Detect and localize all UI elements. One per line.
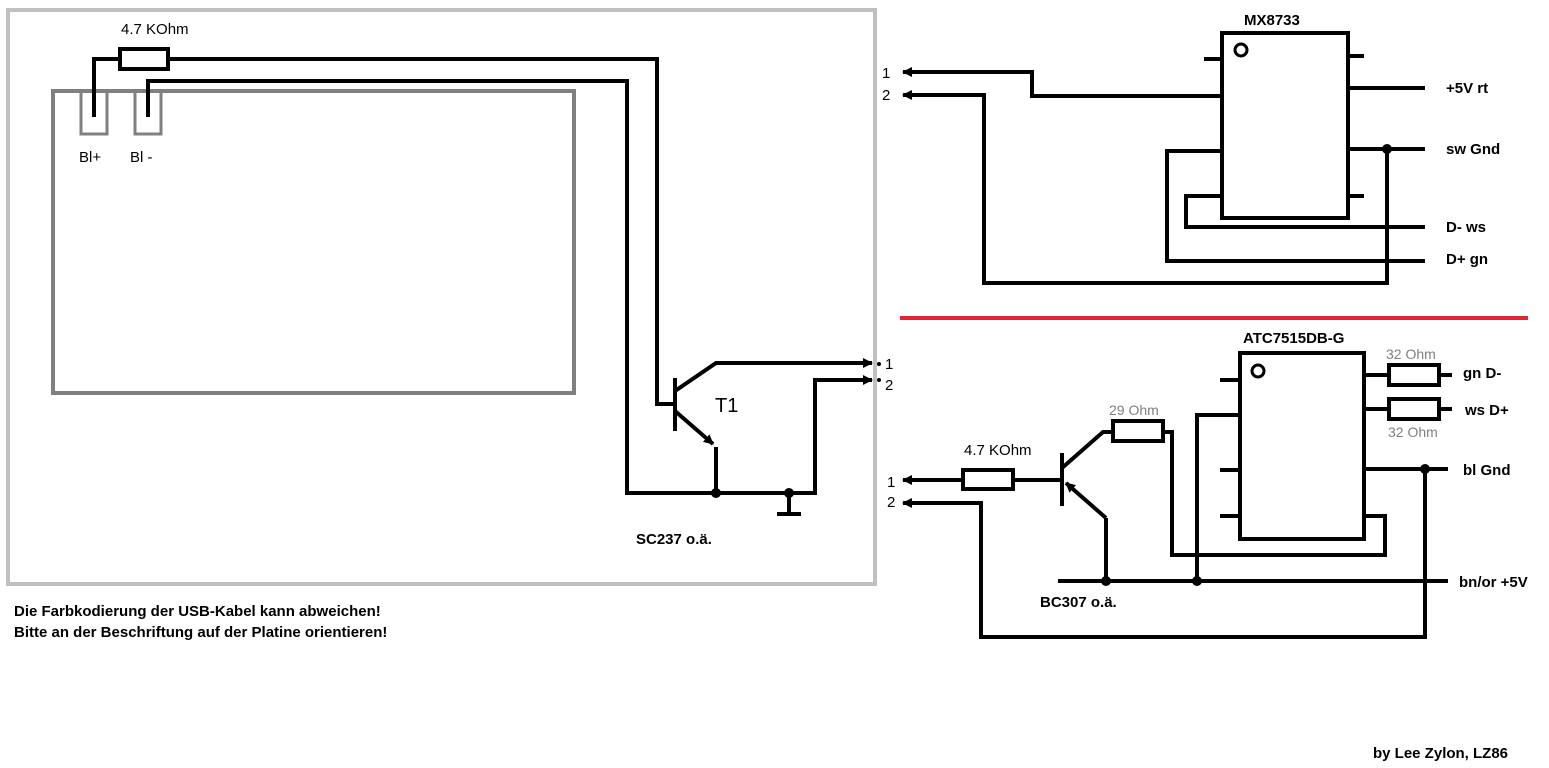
bc307-type-label: BC307 o.ä.: [1040, 594, 1117, 611]
left-connector-pin-1: 1: [885, 356, 893, 373]
wire-bl-minus: [146, 79, 860, 495]
t1-emitter-arrow: [673, 409, 715, 446]
bc307-collector: [1060, 430, 1113, 470]
mx-connector-pin-2: 2: [882, 87, 890, 104]
atc-r29-label: 29 Ohm: [1109, 402, 1159, 418]
mx-wire-dplus: [1165, 149, 1425, 263]
display-panel: [51, 89, 576, 395]
mx-ic-label: MX8733: [1244, 12, 1300, 29]
atc-connector-pin-2: 2: [887, 494, 895, 511]
wire-bl-plus: [92, 57, 120, 117]
pin-bl-plus-label: Bl+: [79, 149, 101, 166]
atc-wire-5v-ic: [1195, 413, 1240, 581]
bc307-emitter-arrow: [1064, 481, 1108, 520]
left-pin-dot-1: [877, 362, 881, 366]
atc-label-dplus: ws D+: [1464, 402, 1509, 419]
atc-label-5v: bn/or +5V: [1459, 574, 1528, 591]
mx-wire-pin2-gnd: [935, 93, 1425, 285]
ic-mx8733: [1220, 31, 1350, 220]
t1-type-label: SC237 o.ä.: [636, 531, 712, 548]
mx-wire-pin1: [935, 70, 1222, 98]
mx-connector-pin-1: 1: [882, 65, 890, 82]
atc-connector-pin-1: 1: [887, 474, 895, 491]
atc-junction-emitter: [1101, 576, 1111, 586]
atc-label-dminus: gn D-: [1463, 365, 1501, 382]
t1-label: T1: [715, 395, 738, 417]
atc-r32-top-label: 32 Ohm: [1386, 346, 1436, 362]
atc-ic-label: ATC7515DB-G: [1243, 330, 1344, 347]
wire-to-base: [168, 57, 673, 406]
resistor-4k7-left: [118, 47, 170, 71]
mx-wire-dminus: [1184, 194, 1425, 229]
mx-label-dplus: D+ gn: [1446, 251, 1488, 268]
atc-label-gnd: bl Gnd: [1463, 462, 1511, 479]
pin-bl-minus-label: Bl -: [130, 149, 153, 166]
atc-r32-bottom-label: 32 Ohm: [1388, 424, 1438, 440]
atc-r4k7-label: 4.7 KOhm: [964, 442, 1032, 459]
atc-junction-gnd: [1420, 464, 1430, 474]
atc-junction-5v: [1192, 576, 1202, 586]
note-line-2: Bitte an der Beschriftung auf der Platin…: [14, 624, 387, 641]
resistor-29ohm: [1111, 419, 1165, 443]
resistor-32ohm-bottom: [1387, 397, 1441, 421]
note-line-1: Die Farbkodierung der USB-Kabel kann abw…: [14, 603, 381, 620]
t1-collector: [673, 361, 860, 393]
resistor-32ohm-top: [1387, 363, 1441, 387]
author-credit: by Lee Zylon, LZ86: [1373, 745, 1508, 762]
mx-label-dminus: D- ws: [1446, 219, 1486, 236]
left-pin-dot-2: [877, 378, 881, 382]
mx-junction-gnd: [1382, 144, 1392, 154]
mx-pin1-marker: [1233, 42, 1249, 58]
mx-label-5v: +5V rt: [1446, 80, 1488, 97]
left-connector-pin-2: 2: [885, 377, 893, 394]
mx-label-gnd: sw Gnd: [1446, 141, 1500, 158]
atc-wire-resistor29: [1163, 430, 1387, 557]
resistor-4k7-atc: [961, 468, 1015, 491]
ic-atc7515: [1238, 351, 1366, 541]
resistor-left-label: 4.7 KOhm: [121, 21, 189, 38]
junction-emitter: [711, 488, 721, 498]
device-frame: [6, 8, 877, 586]
atc-pin1-marker: [1250, 363, 1266, 379]
